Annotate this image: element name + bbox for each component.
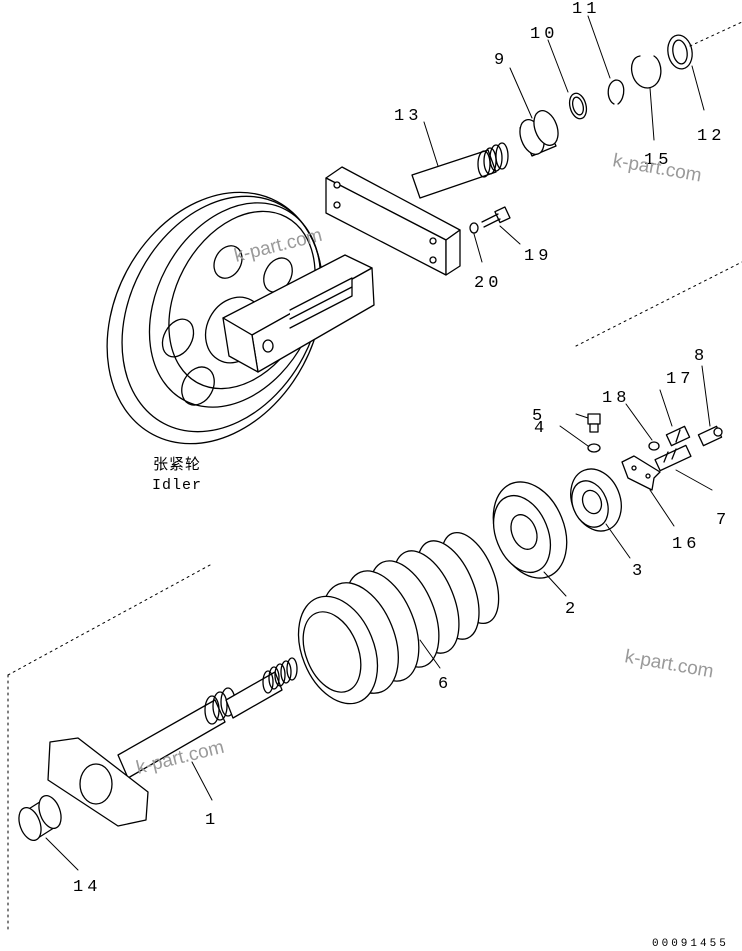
part-14-bushing [18,795,62,841]
callout-17: 17 [666,370,694,389]
callout-4: 4 [534,419,548,438]
callout-7: 7 [716,511,730,530]
assembly-boundary-upper [575,21,742,347]
part-19-bolt [481,206,511,228]
callout-8: 8 [694,347,708,366]
part-9-bushing [519,110,559,157]
part-7-valve [654,444,692,472]
part-11-snap-ring [607,79,625,105]
part-12-washer-inner [672,39,688,65]
callout-19: 19 [524,247,552,266]
callout-5: 5 [532,407,546,426]
part-20-washer [469,222,479,234]
idler-hole [161,318,195,358]
part-12-washer [667,34,693,70]
idler-hole [213,245,243,279]
part-6-spring [297,531,500,705]
idler-wheel [106,191,324,445]
callout-3: 3 [632,562,646,581]
part-10-ring [568,92,588,120]
document-number: 00091455 [652,938,729,950]
part-15-circlip [630,55,662,89]
callout-13: 13 [394,107,422,126]
callout-9: 9 [494,51,508,70]
watermark: k-part.com [623,646,715,682]
callouts: 1 2 3 4 5 6 7 8 9 10 11 12 13 14 15 16 1… [73,0,730,897]
callout-11: 11 [572,0,600,19]
idler-caption-en: Idler [152,477,202,494]
callout-10: 10 [530,25,558,44]
part-17-fitting [665,425,691,447]
callout-14: 14 [73,878,101,897]
callout-6: 6 [438,675,452,694]
callout-1: 1 [205,811,219,830]
part-10-ring-inner [571,96,585,116]
part-16-bracket [621,455,661,491]
shaft-thread [477,142,509,178]
part-2-retainer [492,481,568,579]
callout-12: 12 [697,127,725,146]
callout-2: 2 [565,600,579,619]
part-13-shaft-bracket [325,142,509,276]
idler-hole [181,366,215,406]
callout-15: 15 [644,151,672,170]
assembly-boundary-lower [7,564,211,931]
part-18-washer [648,441,660,451]
idler-caption: 张紧轮 Idler [152,456,202,494]
part-3-nut [570,468,622,532]
callout-18: 18 [602,389,630,408]
part-4-washer [587,443,601,453]
idler-caption-cn: 张紧轮 [153,456,201,474]
part-1-rod [47,657,298,827]
part-8-fitting [697,425,723,447]
idler-yoke [222,254,375,373]
idler-hole [263,257,293,293]
callout-20: 20 [474,274,502,293]
rod-thread [262,657,298,694]
callout-16: 16 [672,535,700,554]
part-5-plug [587,413,601,433]
leader-lines [45,15,713,871]
